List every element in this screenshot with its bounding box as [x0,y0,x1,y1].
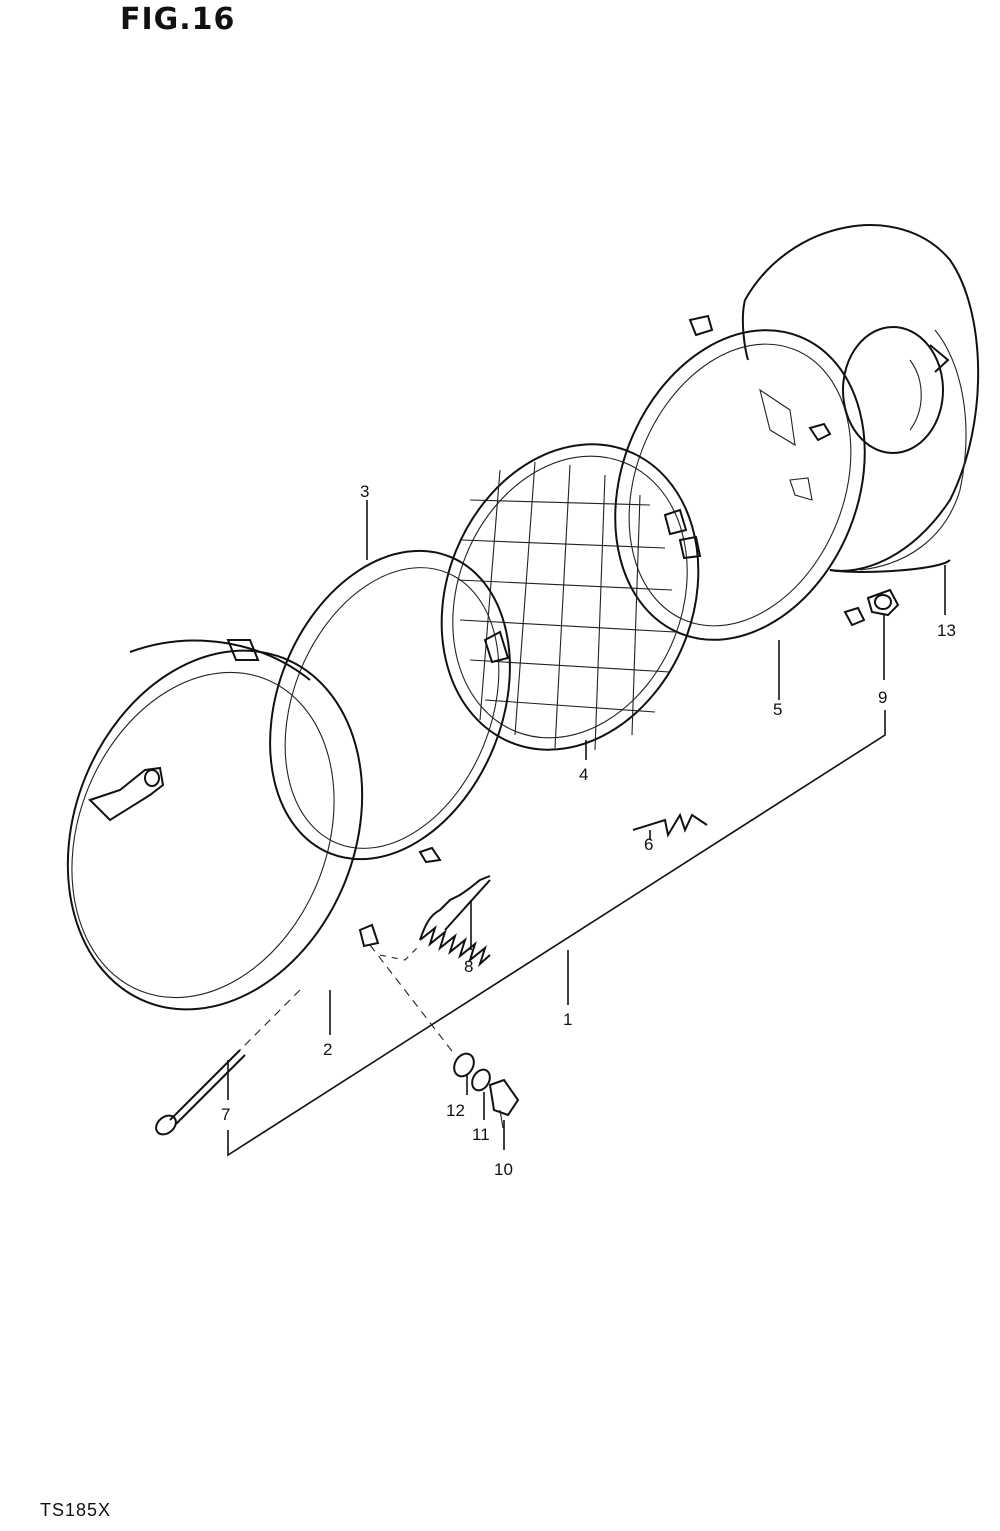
callout-6: 6 [644,835,653,854]
callout-11: 11 [472,1125,490,1144]
figure-title: FIG.16 [120,2,236,37]
callout-labels: 1 2 3 4 5 6 7 8 9 10 11 12 13 [221,482,956,1179]
part-10-screw [488,1078,520,1129]
callout-8: 8 [464,957,473,976]
part-11-washer [471,1068,491,1092]
leader-lines [227,500,946,1157]
part-13-housing [741,224,980,573]
part-9-grommet [866,588,900,617]
callout-4: 4 [579,765,588,784]
part-7-screw [155,1049,246,1136]
model-code: TS185X [40,1500,112,1520]
callout-10: 10 [494,1160,513,1179]
callout-12: 12 [446,1101,465,1120]
part-3-inner-rim [269,549,511,864]
part-5-mounting-frame [614,314,866,641]
callout-5: 5 [773,700,782,719]
part-2-outer-rim [66,639,380,1011]
callout-7: 7 [221,1105,230,1124]
callout-13: 13 [937,621,956,640]
part-12-nut [453,1052,475,1078]
callout-3: 3 [360,482,369,501]
callout-9: 9 [878,688,887,707]
part-8-spring [419,875,491,968]
callout-1: 1 [563,1010,572,1029]
part-6-wire-clip [632,812,708,838]
callout-2: 2 [323,1040,332,1059]
part-4-sealed-beam [440,443,702,751]
